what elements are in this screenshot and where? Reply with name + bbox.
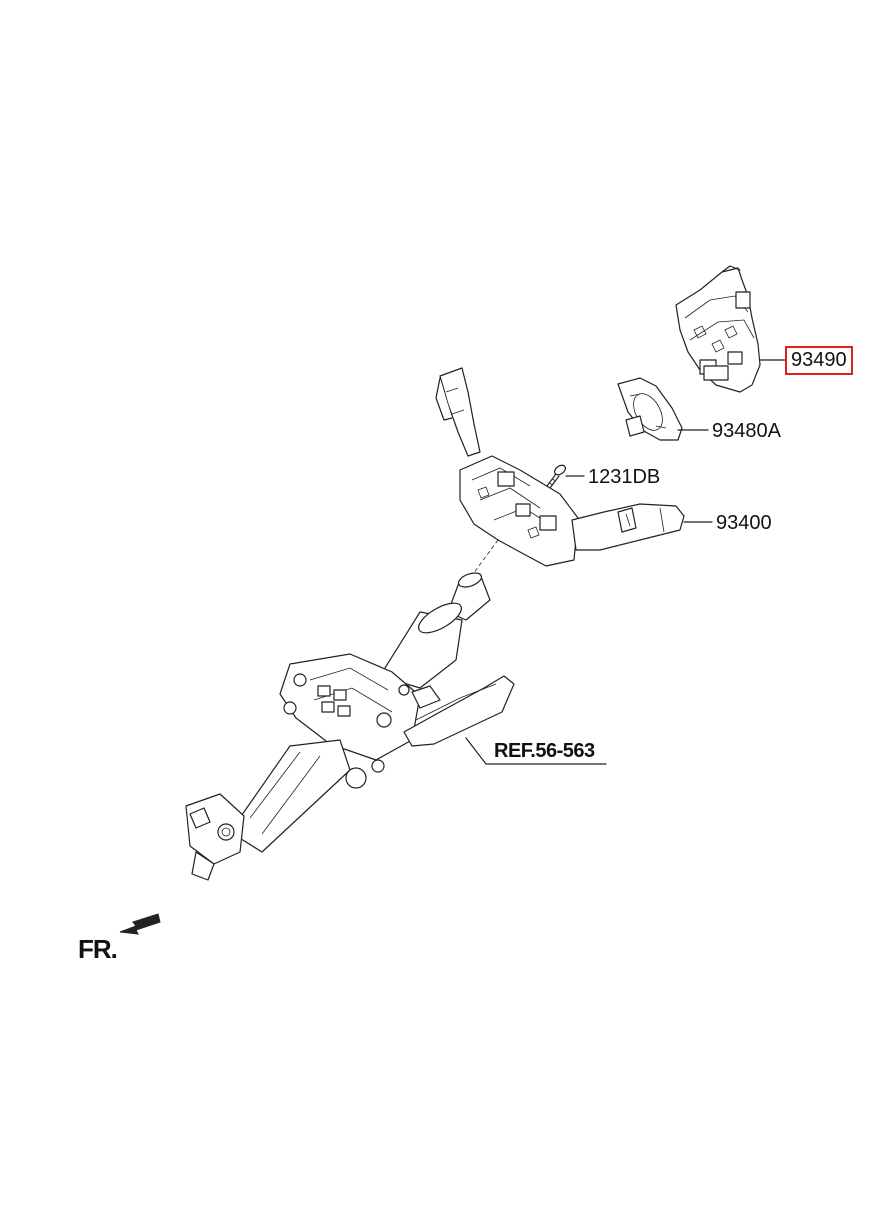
direction-label: FR. <box>78 934 118 964</box>
front-arrow-icon <box>119 913 161 935</box>
assembly-centerline <box>469 539 499 579</box>
steering-column-part <box>185 572 515 881</box>
part-label-1231db[interactable]: 1231DB <box>588 466 661 488</box>
part-label-93490[interactable]: 93490 <box>785 346 853 375</box>
leader-ref <box>465 737 607 765</box>
angle-sensor-part <box>617 377 683 441</box>
multifunction-switch-part <box>435 367 685 567</box>
part-label-ref[interactable]: REF.56-563 <box>494 740 595 762</box>
part-label-93400[interactable]: 93400 <box>716 512 772 534</box>
part-label-93480a[interactable]: 93480A <box>712 420 781 442</box>
clock-spring-part <box>675 265 761 393</box>
bolt-part <box>543 464 567 493</box>
